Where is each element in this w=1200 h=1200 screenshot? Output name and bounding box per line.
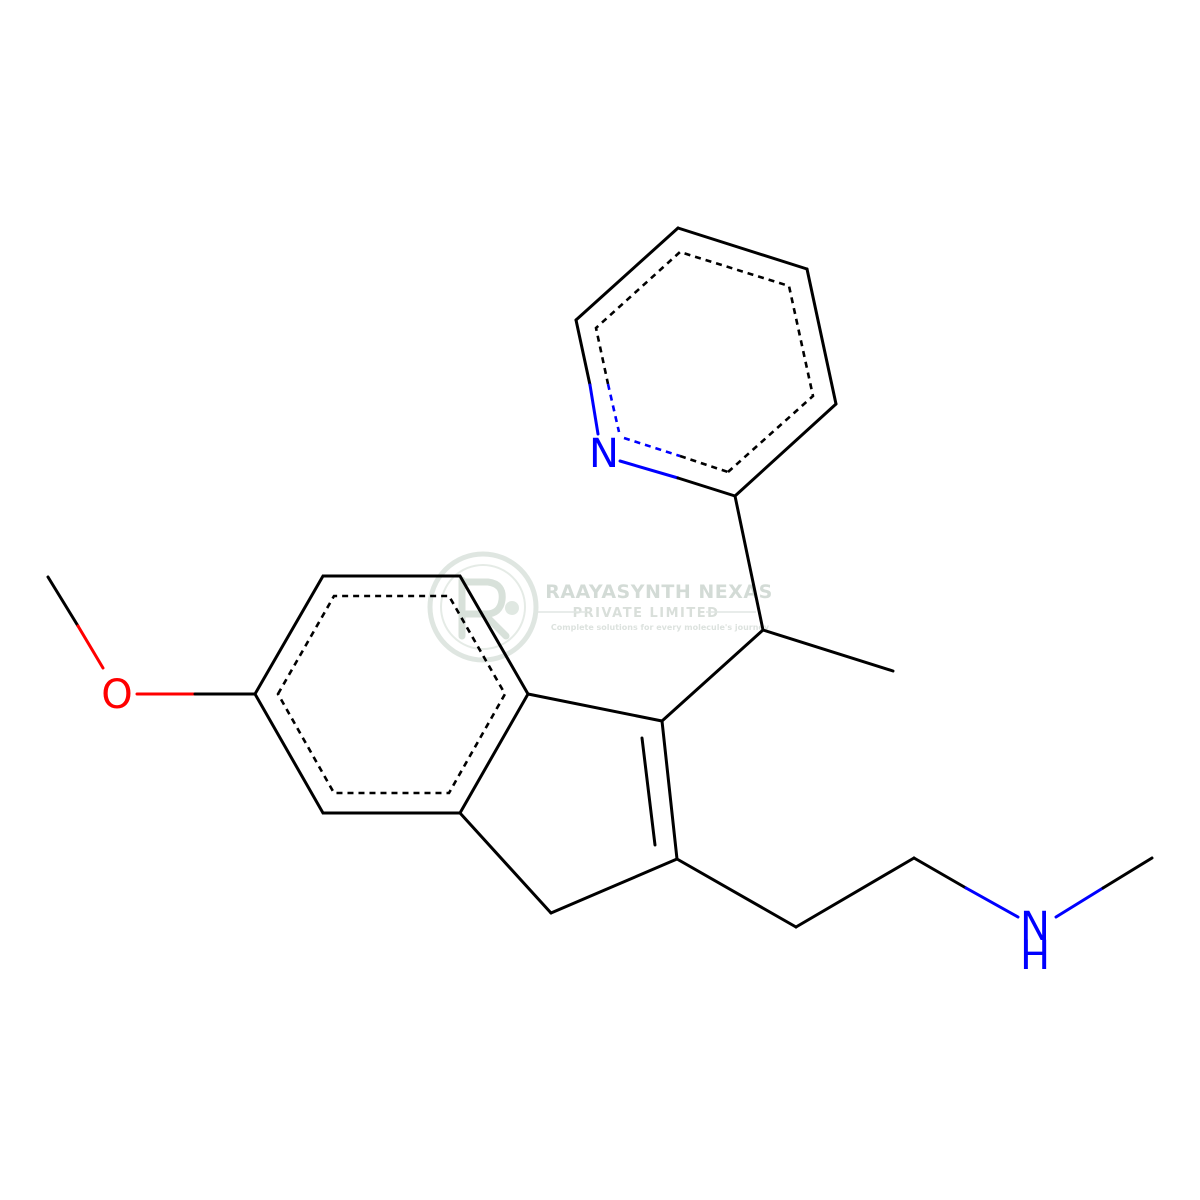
- watermark: RAAYASYNTH NEXAS PRIVATE LIMITED Complet…: [427, 551, 773, 663]
- pyridine-ring: N: [574, 226, 838, 498]
- watermark-title: RAAYASYNTH NEXAS: [545, 581, 773, 603]
- pyr-bond-6-blue: [618, 459, 680, 480]
- chain-bond-2: [794, 856, 916, 929]
- watermark-subtitle: PRIVATE LIMITED: [573, 606, 720, 621]
- pyr-bond-2: [805, 267, 838, 406]
- pyridine-aromatic-inner-n2: [623, 436, 681, 458]
- oxygen-atom: O: [101, 672, 132, 718]
- pyr-bond-5-blue: [588, 383, 600, 436]
- amine-hydrogen-atom: H: [1020, 933, 1050, 979]
- ring-bond-c1-c7a: [458, 811, 553, 915]
- n-methyl-bond-blue: [1054, 886, 1105, 919]
- ring-bond-c2-c1: [549, 857, 679, 915]
- benzene-aromatic-inner: [276, 594, 507, 795]
- raayasynth-logo-icon: [427, 551, 539, 663]
- methoxy-group: O: [46, 575, 257, 718]
- pyr-bond-4: [574, 226, 680, 322]
- pyridine-aromatic-inner-n1: [606, 383, 621, 433]
- n-methyl-bond-black: [1101, 856, 1154, 890]
- chain-bond-3-blue: [964, 886, 1020, 919]
- pyridine-aromatic-inner-tail: [679, 454, 729, 474]
- chain-bond-1: [675, 857, 798, 929]
- pyr-bond-3: [676, 226, 809, 271]
- pyr-bond-6-black: [676, 476, 737, 498]
- pyridine-nitrogen-atom: N: [589, 431, 619, 477]
- methyl-bond: [46, 575, 80, 628]
- bond-to-chiral-carbon: [660, 628, 765, 723]
- methyl-branch-bond: [761, 628, 895, 673]
- ring-double-bond-inner: [640, 736, 657, 847]
- methylaminoethyl-chain: N H: [675, 856, 1154, 979]
- watermark-tagline: Complete solutions for every molecule's …: [551, 623, 770, 632]
- pyr-bond-1: [733, 402, 838, 498]
- ring-bond-c3a-c3: [526, 692, 664, 723]
- amine-nitrogen-atom: N: [1020, 904, 1050, 950]
- indene-five-ring: [458, 692, 679, 915]
- pyridyl-ethyl-group: [660, 494, 895, 723]
- pyr-bond-5-black: [574, 318, 592, 387]
- pyridine-aromatic-inner: [594, 250, 815, 473]
- bond-to-pyridine: [733, 494, 765, 632]
- ring-double-bond-outer: [660, 719, 679, 861]
- methyl-oxygen-bond: [76, 624, 105, 670]
- chain-bond-3-black: [912, 856, 968, 890]
